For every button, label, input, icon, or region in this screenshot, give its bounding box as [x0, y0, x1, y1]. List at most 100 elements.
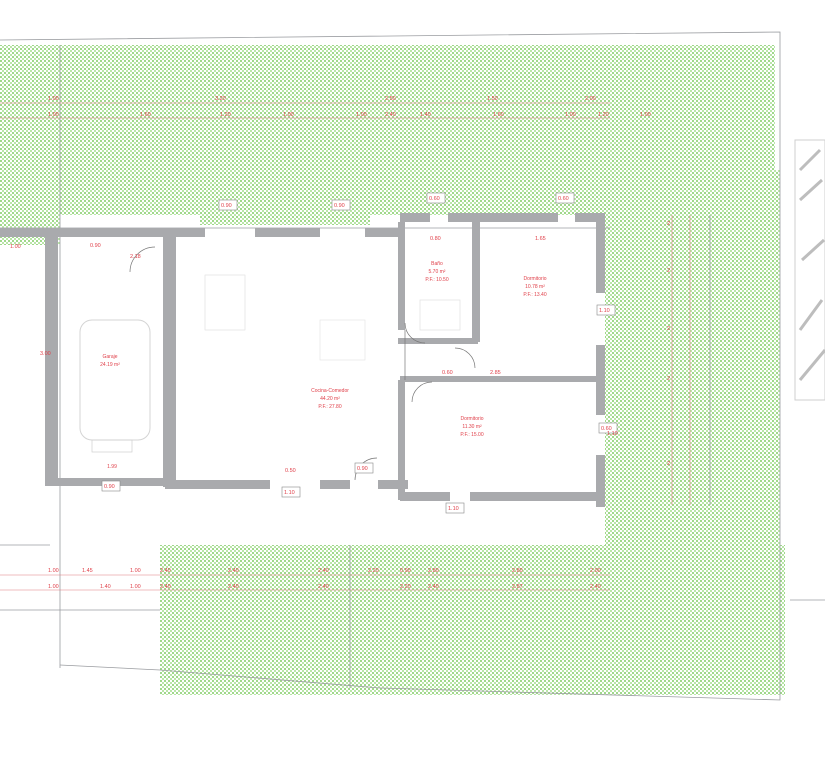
window-tag-box-5: [281, 486, 301, 498]
window-tag-label-6: 0.90: [104, 484, 115, 490]
dim-bot1-label-7: 0.90: [400, 568, 411, 574]
dim-inner-label-4: 1.65: [535, 236, 546, 242]
dim-bot1-label-4: 2.40: [228, 568, 239, 574]
dim-top2-label-6: 1.40: [420, 112, 431, 118]
dim-top1-label-3: 1.50: [487, 96, 498, 102]
room-name: Garaje: [102, 354, 117, 360]
window-tag-label-7: 1.10: [599, 308, 610, 314]
dim-inner-label-0: 1.00: [10, 244, 21, 250]
dim-bot2-label-5: 2.40: [318, 584, 329, 590]
dim-bot1-label-0: 1.00: [48, 568, 59, 574]
doors: [129, 246, 476, 481]
room-garage: Garaje 24.19 m² 1.99: [100, 354, 120, 470]
dim-top2-label-5: 2.40: [385, 112, 396, 118]
window-tag-label-0: 0.90: [221, 203, 232, 209]
window-tag-box-0: [218, 199, 238, 211]
dim-inner-label-7: 0.50: [285, 468, 296, 474]
room-extra: P.F.: 15.00: [460, 432, 483, 438]
dimension-row-bottom-1: 1.00 1.45 1.00 2.40 2.40 2.40 2.20 0.90 2.80 2.80…: [48, 568, 601, 574]
dim-bot2-label-3: 2.40: [160, 584, 171, 590]
dim-inner-label-8: 0.60: [442, 370, 453, 376]
window-tags: 0.90 0.90 0.60 0.60 1.10 1.10 0.90 1.10 0.90 0.60: [101, 192, 618, 514]
window-tag-box-4: [445, 502, 465, 514]
dim-bot1-label-10: 2.00: [590, 568, 601, 574]
dim-bot2-label-2: 1.00: [130, 584, 141, 590]
window-tag-label-8: 0.90: [357, 466, 368, 472]
dim-inner-label-6: 2.85: [490, 370, 501, 376]
room-label: 1.99: [107, 464, 117, 470]
room-area: 10.78 m²: [525, 284, 545, 290]
window-tag-label-2: 0.60: [429, 196, 440, 202]
dim-bot1-label-3: 2.40: [160, 568, 171, 574]
dim-inner-label-9: 1.10: [607, 431, 618, 437]
dim-right-label-1: 2: [667, 268, 670, 274]
dim-top2-label-0: 1.00: [48, 112, 59, 118]
room-name: Baño: [431, 261, 443, 267]
dim-top2-label-1: 1.60: [140, 112, 151, 118]
dimension-inner: 1.00 0.90 3.00 2.18 1.65 0.80 2.85 0.50 0.60 1.10: [10, 236, 618, 474]
dim-top2-label-3: 1.00: [283, 112, 294, 118]
window-tag-label-4: 1.10: [448, 506, 459, 512]
dim-top1-label-4: 2.00: [585, 96, 596, 102]
dimension-row-top-2: 1.00 1.60 1.20 1.00 1.00 2.40 1.40 1.60 1.00 1.20…: [48, 112, 651, 118]
dim-bot1-label-1: 1.45: [82, 568, 93, 574]
room-extra: P.F.: 13.40: [523, 292, 546, 298]
dim-top2-label-4: 1.00: [356, 112, 367, 118]
dim-top2-label-10: 1.00: [640, 112, 651, 118]
room-salon: Cocina-Comedor 44.20 m² P.F.: 27.80: [311, 388, 349, 410]
dim-top1-label-2: 2.50: [385, 96, 396, 102]
dim-inner-label-1: 0.90: [90, 243, 101, 249]
dim-top2-label-7: 1.60: [493, 112, 504, 118]
dim-top2-label-9: 1.20: [598, 112, 609, 118]
dim-bot2-label-0: 1.00: [48, 584, 59, 590]
dim-top2-label-8: 1.00: [565, 112, 576, 118]
dimension-col-right: 2 2 2 2 2: [667, 221, 670, 467]
room-extra: P.F.: 10.50: [425, 277, 448, 283]
dim-bot1-label-8: 2.80: [428, 568, 439, 574]
room-name: Dormitorio: [460, 416, 483, 422]
window-tag-box-8: [354, 462, 374, 474]
dim-bot2-label-4: 2.40: [228, 584, 239, 590]
dim-inner-label-5: 0.80: [430, 236, 441, 242]
window-tag-box-3: [555, 192, 575, 204]
dim-bot1-label-2: 1.00: [130, 568, 141, 574]
dim-top1-label-1: 3.20: [215, 96, 226, 102]
room-bano: Baño 5.70 m² P.F.: 10.50: [425, 261, 448, 283]
window-tag-label-1: 0.90: [334, 203, 345, 209]
dim-right-label-0: 2: [667, 221, 670, 227]
window-tag-box-2: [426, 192, 446, 204]
dim-bot2-label-1: 1.40: [100, 584, 111, 590]
window-tag-box-9: [598, 422, 618, 434]
terrain-hatch: [0, 45, 785, 695]
dimension-row-top-1: 1.00 3.20 2.50 1.50 2.00: [48, 96, 596, 102]
window-tag-box-1: [331, 199, 351, 211]
window-tag-box-7: [596, 304, 616, 316]
dim-inner-label-2: 3.00: [40, 351, 51, 357]
dim-bot1-label-6: 2.20: [368, 568, 379, 574]
room-dormitorio-1: Dormitorio 10.78 m² P.F.: 13.40: [523, 276, 546, 298]
fixtures: [79, 274, 461, 453]
dim-top1-label-0: 1.00: [48, 96, 59, 102]
window-tag-box-6: [101, 480, 121, 492]
dim-inner-label-3: 2.18: [130, 254, 141, 260]
walls: [0, 213, 605, 507]
room-area: 44.20 m²: [320, 396, 340, 402]
dim-right-label-3: 2: [667, 376, 670, 382]
room-name: Dormitorio: [523, 276, 546, 282]
room-area: 5.70 m²: [429, 269, 446, 275]
room-extra: P.F.: 27.80: [318, 404, 341, 410]
window-tag-label-3: 0.60: [558, 196, 569, 202]
dim-bot1-label-5: 2.40: [318, 568, 329, 574]
dim-bot2-label-8: 2.87: [512, 584, 523, 590]
window-tag-label-5: 1.10: [284, 490, 295, 496]
room-area: 24.19 m²: [100, 362, 120, 368]
room-name: Cocina-Comedor: [311, 388, 349, 394]
dim-bot2-label-9: 2.40: [590, 584, 601, 590]
dim-right-label-2: 2: [667, 326, 670, 332]
room-area: 11.30 m²: [462, 424, 482, 430]
dim-top2-label-2: 1.20: [220, 112, 231, 118]
side-drawing-fragment: [794, 139, 825, 401]
dim-bot1-label-9: 2.80: [512, 568, 523, 574]
dim-right-label-4: 2: [667, 461, 670, 467]
